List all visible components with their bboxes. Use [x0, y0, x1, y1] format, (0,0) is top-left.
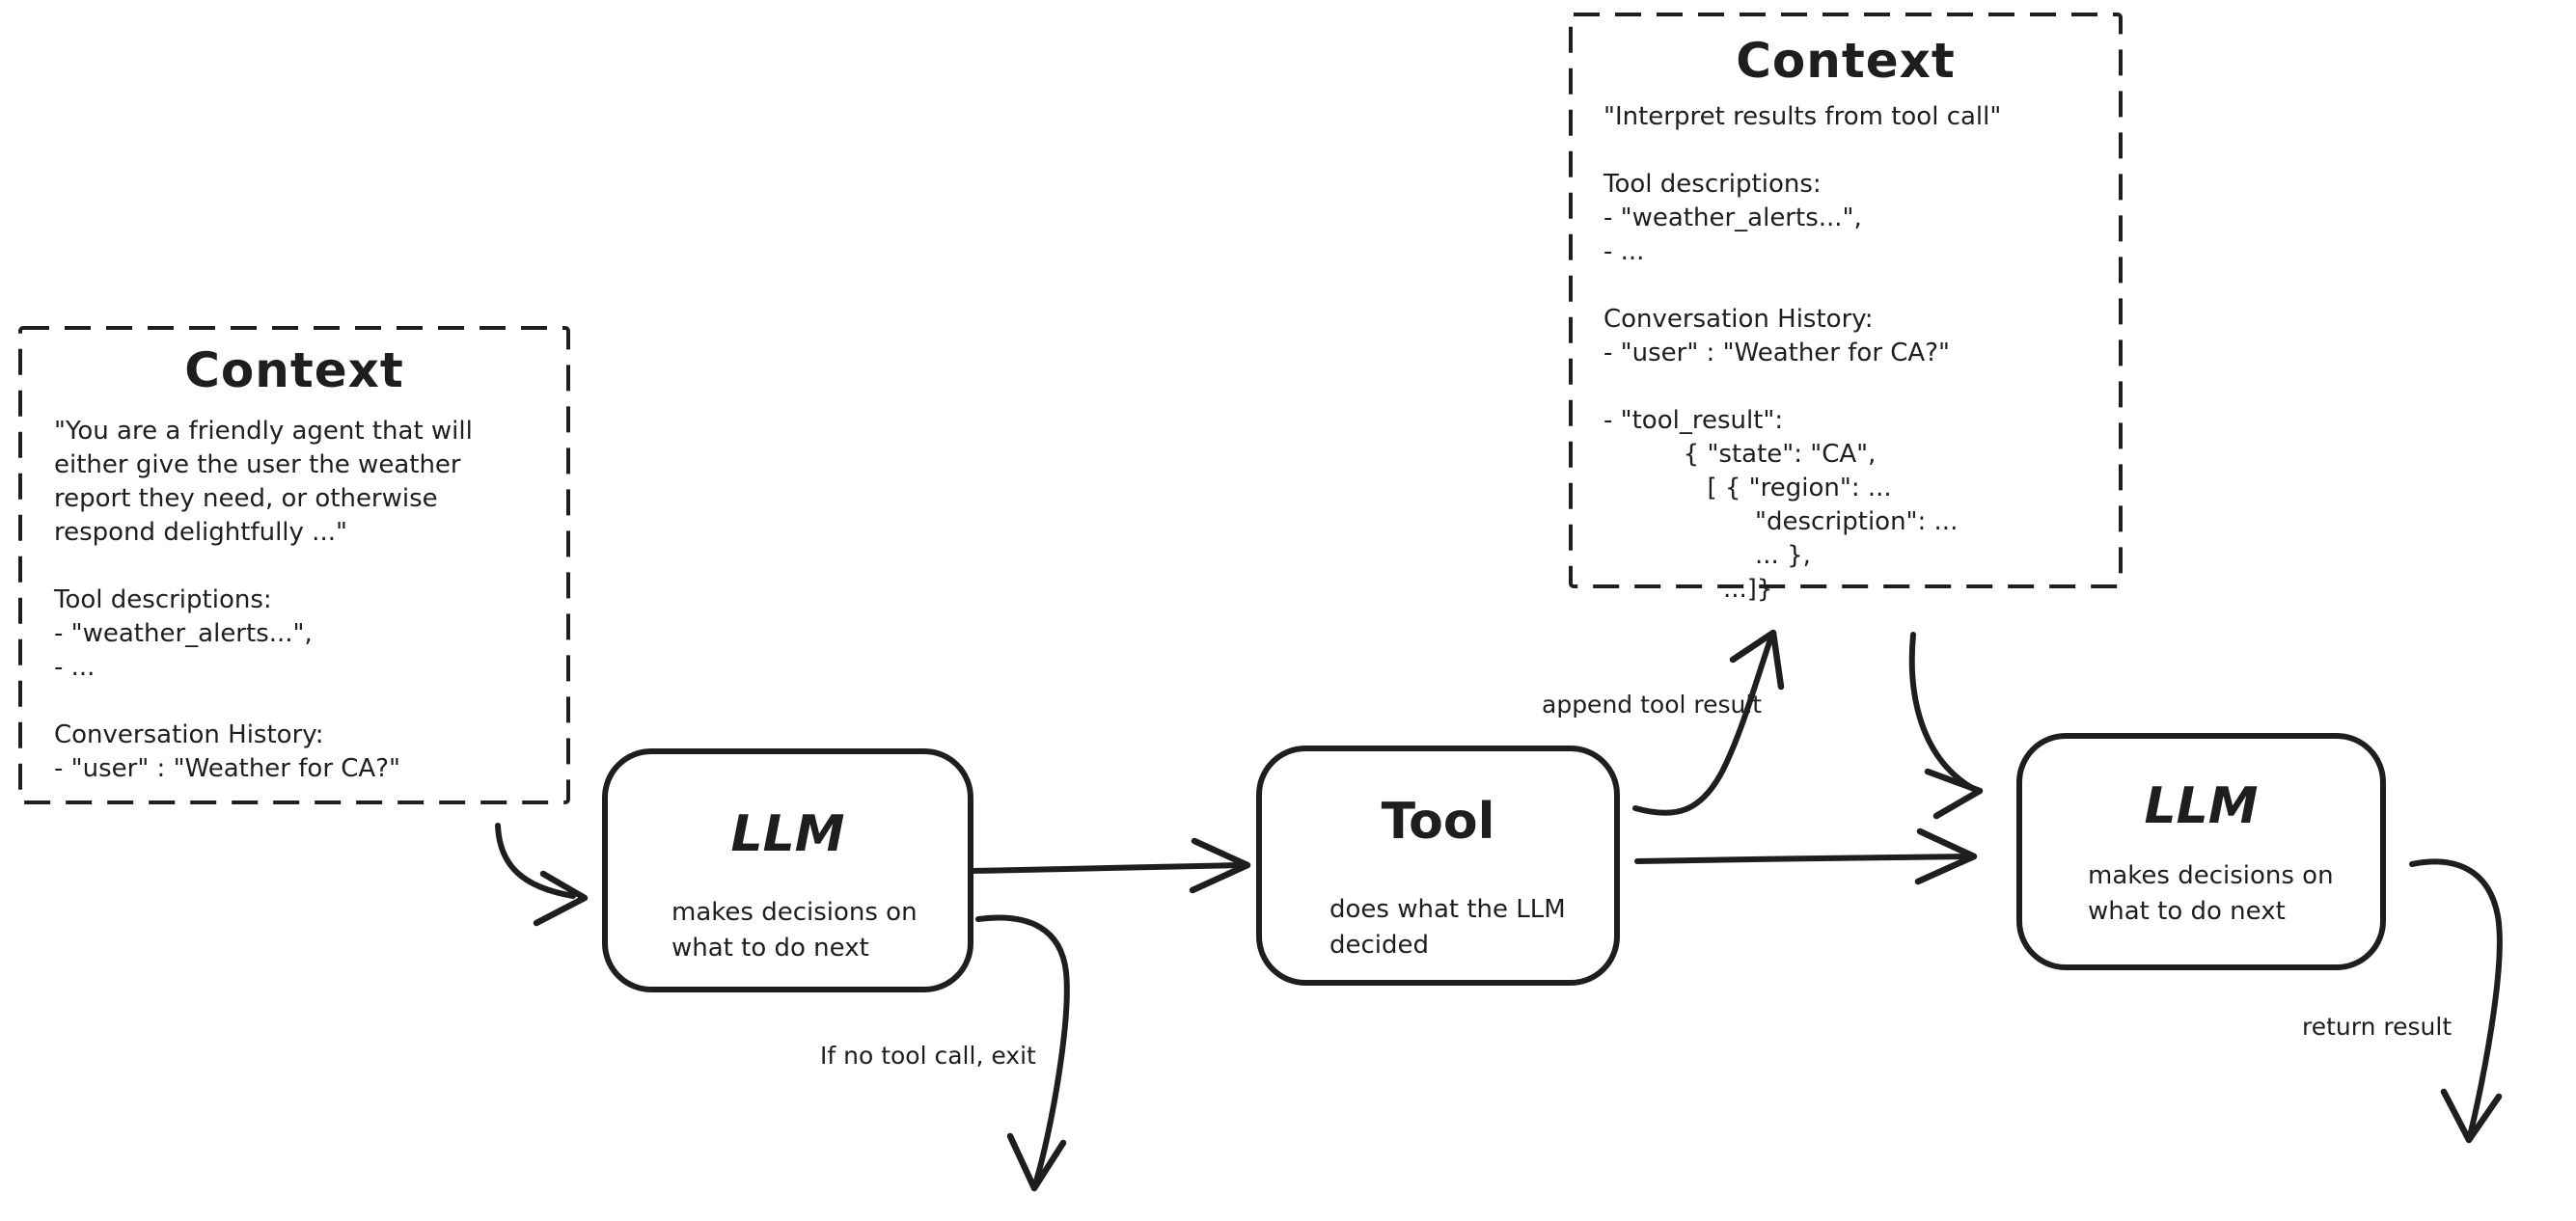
- llm-node-2-border: [2016, 733, 2386, 970]
- arrow-context2-to-llm2: [1908, 632, 1975, 791]
- llm-node-2-subtitle: makes decisions on what to do next: [2088, 861, 2334, 926]
- arrow-context1-to-llm1: [495, 823, 576, 899]
- arrowhead-context2-to-llm2: [1924, 768, 1984, 820]
- llm-node-1-title: LLM: [730, 805, 845, 863]
- context-box-1-title: Context: [184, 342, 404, 398]
- llm-node-2-title: LLM: [2144, 777, 2259, 835]
- arrow-tool-to-context2: [1632, 634, 1774, 816]
- context-box-2-border: [1569, 13, 2123, 588]
- tool-node-border: [1256, 746, 1620, 986]
- arrow-tool-to-llm2: [1634, 854, 1969, 864]
- arrow-llm1-to-tool: [970, 862, 1244, 874]
- arrowhead-tool-to-llm2: [1914, 828, 1978, 885]
- arrowhead-llm2-return: [2440, 1088, 2503, 1144]
- context-box-2-title: Context: [1736, 33, 1956, 89]
- arrow-llm2-return: [2409, 858, 2503, 1139]
- arrowhead-context1-to-llm1: [533, 870, 589, 927]
- edge-label-return-result: return result: [2302, 1013, 2453, 1041]
- llm-node-1-subtitle: makes decisions on what to do next: [671, 898, 918, 963]
- arrowhead-llm1-to-tool: [1189, 837, 1251, 894]
- edge-label-append-tool-result: append tool result: [1542, 691, 1763, 719]
- edge-label-if-no-tool-call-exit: If no tool call, exit: [820, 1042, 1036, 1070]
- arrowhead-llm1-exit: [1006, 1132, 1067, 1192]
- arrowhead-tool-to-context2: [1729, 629, 1785, 691]
- context-box-2-content: "Interpret results from tool call" Tool …: [1603, 102, 2002, 604]
- tool-node-title: Tool: [1381, 793, 1495, 851]
- context-box-1-content: "You are a friendly agent that will eith…: [54, 417, 473, 783]
- arrow-llm1-exit: [975, 914, 1070, 1187]
- context-box-1-border: [18, 326, 570, 804]
- tool-node-subtitle: does what the LLM decided: [1329, 895, 1566, 960]
